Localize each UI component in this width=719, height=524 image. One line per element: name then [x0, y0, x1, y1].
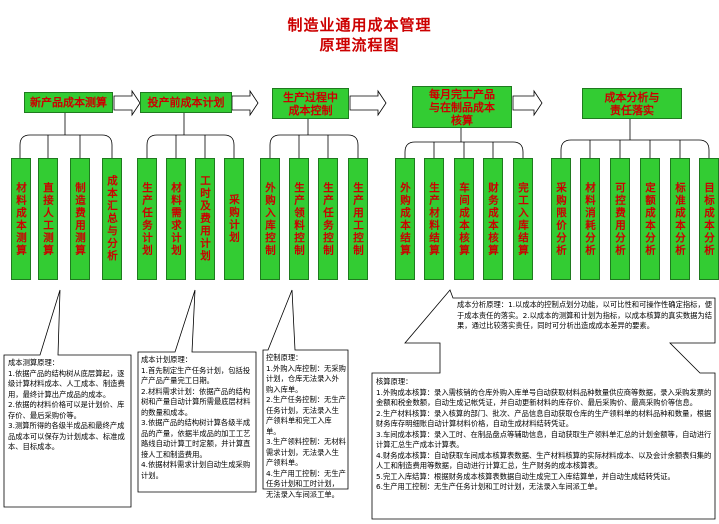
sub-box-production-material-settlement: 生产材料结算 [424, 158, 444, 280]
note-cost-estimate-principle: 成本测算原理： 1.依据产品的结构树从底层算起，逐级计算材料成本、人工成本、制造… [8, 358, 125, 451]
note-control-principle: 控制原理： 1.外购入库控制：无采购计划，仓库无法录入外购入库单。 2.生产任务… [266, 353, 346, 499]
diagram-title-line1: 制造业通用成本管理 [287, 16, 432, 34]
sub-box-label: 材料成本测算 [15, 181, 27, 257]
tree-1 [19, 113, 113, 158]
sub-box-label: 外购入库控制 [264, 181, 276, 257]
stage-arrow-2 [231, 89, 259, 117]
sub-box-label: 制造费用测算 [74, 181, 86, 257]
sub-box-label: 目标成本分析 [703, 181, 715, 257]
sub-box-cost-summary-analysis: 成本汇总与分析 [102, 158, 122, 280]
stage-box-1: 新产品成本测算 [24, 92, 113, 113]
sub-box-label: 标准成本分析 [674, 181, 686, 257]
note-accounting-principle: 核算原理： 1.外购成本核算：录入需核销的仓库外购入库单号自动获取材料品种数量供… [376, 377, 712, 491]
sub-box-workshop-cost-accounting: 车间成本核算 [454, 158, 474, 280]
sub-box-quota-cost-analysis: 定额成本分析 [640, 158, 660, 280]
sub-box-label: 直接人工测算 [42, 181, 54, 257]
sub-box-label: 采购计划 [228, 194, 240, 244]
sub-box-material-requirement-plan: 材料需求计划 [166, 158, 186, 280]
sub-box-label: 工时及费用计划 [199, 175, 211, 263]
sub-box-label: 生产任务计划 [141, 181, 153, 257]
sub-box-target-cost-analysis: 目标成本分析 [699, 158, 719, 280]
callout-4 [371, 289, 716, 520]
note-analysis-principle: 成本分析原理：1.以成本的控制点划分功能，以可比性和可操作性确定指标，便于成本责… [457, 300, 713, 330]
stage-box-3: 生产过程中 成本控制 [272, 88, 349, 119]
sub-box-purchase-receipt-control: 外购入库控制 [260, 158, 280, 280]
sub-box-label: 定额成本分析 [644, 181, 656, 257]
sub-box-label: 成本汇总与分析 [106, 175, 118, 263]
diagram-title-line2: 原理流程图 [319, 36, 400, 54]
sub-box-financial-cost-accounting: 财务成本核算 [483, 158, 503, 280]
sub-box-purchase-price-limit-analysis: 采购限价分析 [551, 158, 571, 280]
stage-box-4: 每月完工产品 与在制品成本 核算 [412, 86, 512, 128]
callout-shapes [3, 289, 716, 520]
sub-box-production-task-control: 生产任务控制 [318, 158, 338, 280]
stage-arrow-3 [349, 89, 387, 117]
sub-box-label: 生产领料控制 [293, 181, 305, 257]
stage-arrow-1 [113, 89, 141, 117]
tree-4 [404, 128, 524, 158]
tree-5 [560, 118, 710, 158]
sub-box-material-cost-estimate: 材料成本测算 [11, 158, 31, 280]
sub-box-label: 车间成本核算 [458, 181, 470, 257]
sub-box-label: 财务成本核算 [487, 181, 499, 257]
sub-box-label: 完工入库结算 [517, 181, 529, 257]
sub-box-label: 生产用工控制 [352, 181, 364, 257]
stage-box-5: 成本分析与 责任落实 [582, 88, 682, 119]
sub-box-purchase-cost-settlement: 外购成本结算 [395, 158, 415, 280]
note-cost-plan-principle: 成本计划原理： 1.首先制定生产任务计划，包括投产产品产量完工日期。 2.材料需… [141, 355, 251, 480]
sub-box-label: 材料需求计划 [170, 181, 182, 257]
stage-box-2: 投产前成本计划 [140, 92, 232, 113]
sub-box-purchase-plan: 采购计划 [224, 158, 244, 280]
sub-box-completion-receipt-settlement: 完工入库结算 [513, 158, 533, 280]
sub-box-material-consumption-analysis: 材料消耗分析 [580, 158, 600, 280]
sub-box-production-task-plan: 生产任务计划 [137, 158, 157, 280]
sub-box-labor-control: 生产用工控制 [348, 158, 368, 280]
stage-arrow-4 [512, 89, 543, 117]
sub-box-direct-labor-estimate: 直接人工测算 [38, 158, 58, 280]
callout-2 [137, 289, 257, 493]
tree-3 [269, 118, 359, 158]
sub-box-label: 材料消耗分析 [584, 181, 596, 257]
sub-box-hours-expense-plan: 工时及费用计划 [195, 158, 215, 280]
sub-box-controllable-expense-analysis: 可控费用分析 [610, 158, 630, 280]
callout-1 [3, 289, 132, 508]
sub-box-label: 采购限价分析 [555, 181, 567, 257]
sub-box-overhead-estimate: 制造费用测算 [70, 158, 90, 280]
sub-box-label: 外购成本结算 [399, 181, 411, 257]
sub-box-label: 可控费用分析 [614, 181, 626, 257]
sub-box-label: 生产任务控制 [322, 181, 334, 257]
callout-3 [262, 289, 349, 490]
sub-box-material-issue-control: 生产领料控制 [289, 158, 309, 280]
sub-box-standard-cost-analysis: 标准成本分析 [670, 158, 690, 280]
sub-box-label: 生产材料结算 [428, 181, 440, 257]
tree-2 [146, 113, 235, 158]
